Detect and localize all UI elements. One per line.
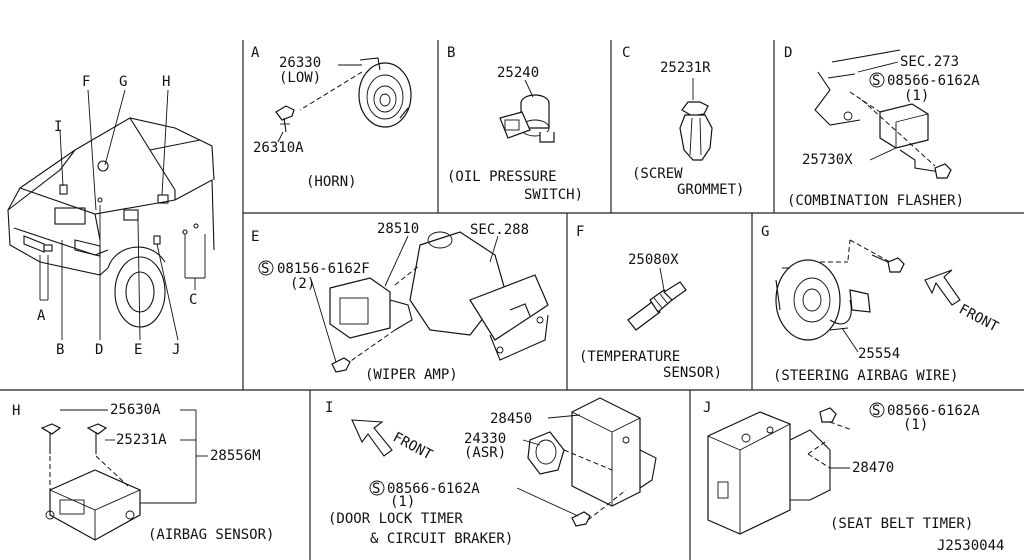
airbag-sensor-illustration <box>40 423 141 541</box>
overview-label-e: E <box>134 342 142 358</box>
flasher-illustration <box>814 49 952 179</box>
part-number-sensor-bolt: 25630A <box>110 402 161 418</box>
part-ref-sec-273: SEC.273 <box>900 54 959 70</box>
screw-symbol-circle <box>369 480 385 496</box>
part-number-horn: 26330 <box>279 55 321 71</box>
overview-label-h: H <box>162 74 170 90</box>
part-number-flasher-screw: 08566-6162A <box>887 73 980 89</box>
panel-letter: E <box>251 229 259 245</box>
panel-caption: (WIPER AMP) <box>365 367 458 383</box>
overview-label-i: I <box>54 119 62 135</box>
screw-symbol: S <box>372 481 380 497</box>
panel-d-combination-flasher: D S SEC.273 08566-6162A (1) 25730X (COMB… <box>784 45 980 209</box>
part-number-oil-switch: 25240 <box>497 65 539 81</box>
screw-symbol-circle <box>869 72 885 88</box>
part-quantity: (1) <box>390 494 415 510</box>
panel-letter: B <box>447 45 455 61</box>
part-qualifier-asr: (ASR) <box>464 445 506 461</box>
front-label: FRONT <box>390 429 435 463</box>
horn-illustration <box>275 57 412 133</box>
timer-illustration <box>527 397 657 527</box>
vehicle-illustration <box>7 117 215 328</box>
part-number-flasher: 25730X <box>802 152 853 168</box>
panel-e-wiper-amp: E S 28510 SEC.288 08156-6162F (2) (WIPER… <box>251 221 549 383</box>
panel-letter: J <box>703 400 711 416</box>
part-number-seat-belt-timer: 28470 <box>852 460 894 476</box>
panel-caption-line-1: (DOOR LOCK TIMER <box>328 511 463 527</box>
panel-a-horn: A 26330 (LOW) 26310A (HORN) <box>251 45 412 190</box>
panel-g-steering-airbag-wire: G FRONT 25554 (STEERING AIRBAG WIRE) <box>761 224 1001 384</box>
airbag-wire-illustration <box>775 239 905 341</box>
panel-h-airbag-sensor: H 25630A 25231A 28556M (AIRBAG SENSOR) <box>12 402 274 543</box>
panel-f-temperature-sensor: F 25080X (TEMPERATURE SENSOR) <box>576 224 722 381</box>
screw-symbol: S <box>261 261 269 277</box>
panel-caption: (SEAT BELT TIMER) <box>830 516 973 532</box>
seat-belt-timer-illustration <box>707 407 853 535</box>
overview-label-d: D <box>95 342 103 358</box>
part-number-horn-bolt: 26310A <box>253 140 304 156</box>
overview-label-j: J <box>172 342 180 358</box>
part-number-airbag-wire: 25554 <box>858 346 900 362</box>
part-number-seat-belt-screw: 08566-6162A <box>887 403 980 419</box>
front-label: FRONT <box>956 301 1001 335</box>
panel-caption: (AIRBAG SENSOR) <box>148 527 274 543</box>
wiper-motor-illustration <box>311 231 549 373</box>
part-number-airbag-sensor: 28556M <box>210 448 261 464</box>
part-number-sensor-grommet: 25231A <box>116 432 167 448</box>
panel-caption-line-2: & CIRCUIT BRAKER) <box>370 531 513 547</box>
panel-caption: (HORN) <box>306 174 357 190</box>
panel-caption: (COMBINATION FLASHER) <box>787 193 964 209</box>
overview-label-c: C <box>189 292 197 308</box>
panel-letter: F <box>576 224 584 240</box>
panel-c-screw-grommet: C 25231R (SCREW GROMMET) <box>622 45 744 198</box>
part-number-wiper-screw: 08156-6162F <box>277 261 370 277</box>
screw-symbol: S <box>872 73 880 89</box>
front-arrow-icon <box>924 269 961 306</box>
part-quantity: (1) <box>903 417 928 433</box>
overview-label-a: A <box>37 308 46 324</box>
vehicle-overview: F G H I A B D E J C <box>7 74 215 358</box>
panel-letter: H <box>12 403 20 419</box>
part-number-temp-sensor: 25080X <box>628 252 679 268</box>
part-number-timer-screw: 08566-6162A <box>387 481 480 497</box>
part-quantity: (1) <box>904 88 929 104</box>
screw-symbol-circle <box>258 260 274 276</box>
panel-letter: D <box>784 45 792 61</box>
overview-label-f: F <box>82 74 90 90</box>
part-qualifier-low: (LOW) <box>279 70 321 86</box>
panel-i-door-lock-timer: I S FRONT 28450 24330 (ASR) 08566-6162A … <box>325 397 657 547</box>
panel-caption: (STEERING AIRBAG WIRE) <box>773 368 958 384</box>
diagram-code: J2530044 <box>937 538 1004 554</box>
panel-caption-line-1: (OIL PRESSURE <box>447 169 557 185</box>
part-number-door-lock-timer: 28450 <box>490 411 532 427</box>
overview-label-g: G <box>119 74 127 90</box>
part-number-wiper-amp: 28510 <box>377 221 419 237</box>
part-number-grommet: 25231R <box>660 60 711 76</box>
oil-switch-illustration <box>499 94 555 143</box>
panel-caption-line-1: (SCREW <box>632 166 683 182</box>
panel-caption-line-2: SWITCH) <box>524 187 583 203</box>
part-quantity: (2) <box>290 276 315 292</box>
panel-j-seat-belt-timer: J S 08566-6162A (1) 28470 (SEAT BELT TIM… <box>703 400 980 535</box>
screw-symbol: S <box>872 403 880 419</box>
front-arrow-icon <box>351 419 393 457</box>
panel-letter: A <box>251 45 260 61</box>
panel-b-oil-pressure-switch: B 25240 (OIL PRESSURE SWITCH) <box>447 45 583 203</box>
screw-symbol-circle <box>869 402 885 418</box>
panel-caption-line-2: SENSOR) <box>663 365 722 381</box>
panel-grid <box>0 40 1024 560</box>
overview-leaders <box>39 89 206 341</box>
panel-letter: I <box>325 400 333 416</box>
part-number-asr: 24330 <box>464 431 506 447</box>
panel-caption-line-1: (TEMPERATURE <box>579 349 680 365</box>
panel-letter: C <box>622 45 630 61</box>
panel-caption-line-2: GROMMET) <box>677 182 744 198</box>
overview-label-b: B <box>56 342 64 358</box>
panel-letter: G <box>761 224 769 240</box>
part-ref-sec-288: SEC.288 <box>470 222 529 238</box>
grommet-illustration <box>679 101 713 161</box>
temp-sensor-illustration <box>627 281 687 331</box>
